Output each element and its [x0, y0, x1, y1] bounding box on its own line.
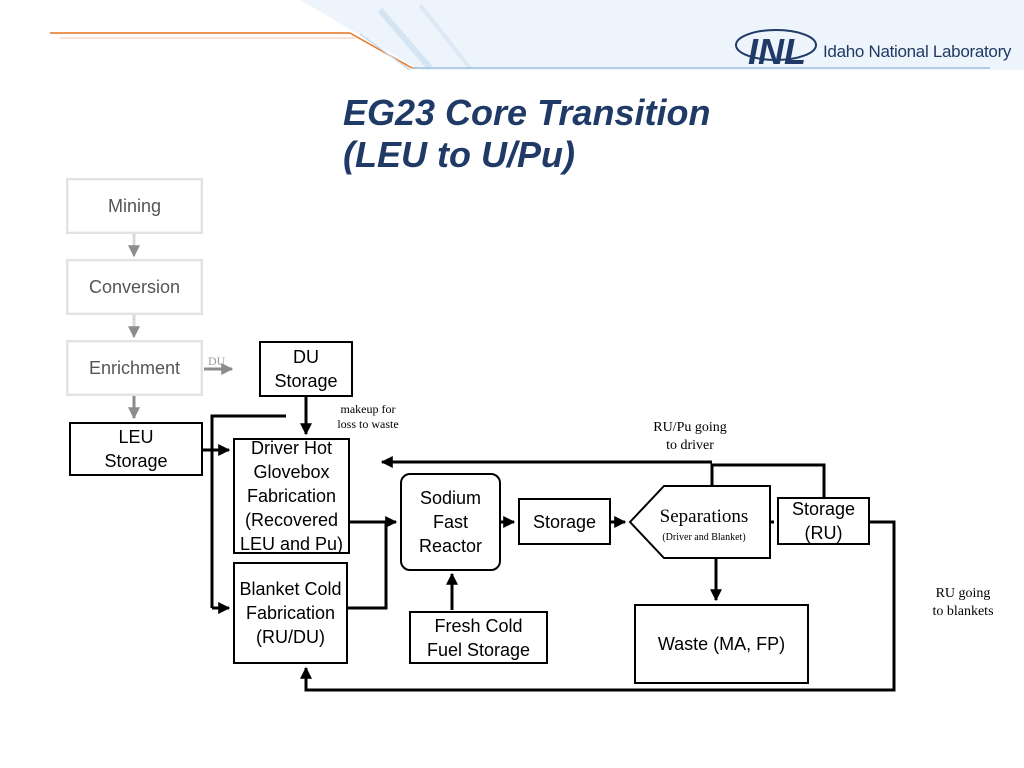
ru-pu-label: RU/Pu going to driver	[640, 419, 740, 455]
ru-blankets-label: RU going to blankets	[920, 585, 1006, 621]
arrow-ru-blankets	[300, 520, 896, 692]
arrow-ru-pu-driver	[710, 463, 826, 497]
ru-blankets-line-2: to blankets	[932, 604, 994, 619]
reactor-line-3: Reactor	[418, 536, 483, 556]
makeup-label: makeup for loss to waste	[332, 402, 404, 432]
node-blanket-cold-fabrication: Blanket Cold Fabrication (RU/DU)	[233, 562, 348, 664]
title-line-2: (LEU to U/Pu)	[343, 134, 575, 175]
driver-line-1: Driver Hot	[250, 438, 332, 458]
node-mining: Mining	[66, 178, 203, 234]
arrow-blanket-reactor	[348, 522, 388, 610]
node-enrichment: Enrichment	[66, 340, 203, 396]
node-storage-ru: Storage (RU)	[777, 497, 870, 545]
blanket-line-3: (RU/DU)	[256, 627, 325, 647]
reactor-line-1: Sodium	[419, 488, 482, 508]
brand-name: Idaho National Laboratory	[823, 42, 1012, 61]
waste-label: Waste (MA, FP)	[657, 634, 786, 654]
reactor-line-2: Fast	[432, 512, 468, 532]
storage-label: Storage	[532, 511, 597, 532]
ru-pu-line-2: to driver	[666, 438, 714, 453]
node-waste: Waste (MA, FP)	[634, 604, 809, 684]
storage-ru-line-1: Storage	[791, 499, 856, 519]
separations-label: Separations (Driver and Blanket)	[640, 506, 768, 544]
node-fresh-cold-fuel-storage: Fresh Cold Fuel Storage	[409, 611, 548, 664]
ru-pu-line-1: RU/Pu going	[653, 420, 727, 435]
inl-logo: INL	[735, 29, 817, 72]
leu-storage-line-1: LEU	[118, 427, 154, 447]
driver-line-4: (Recovered	[244, 510, 339, 530]
enrichment-label: Enrichment	[88, 358, 181, 378]
node-leu-storage: LEU Storage	[69, 422, 203, 476]
du-storage-line-1: DU	[293, 347, 319, 367]
conversion-label: Conversion	[88, 277, 181, 297]
separations-shape	[628, 485, 771, 559]
makeup-line-1: makeup for	[340, 402, 396, 416]
node-sodium-fast-reactor: Sodium Fast Reactor	[400, 473, 501, 571]
logo-text: INL	[748, 31, 806, 72]
du-storage-line-2: Storage	[274, 371, 338, 391]
makeup-line-2: loss to waste	[337, 417, 399, 431]
ru-blankets-line-1: RU going	[935, 586, 991, 601]
separations-title: Separations	[659, 506, 749, 527]
node-driver-hot-fabrication: Driver Hot Glovebox Fabrication (Recover…	[233, 438, 350, 554]
separations-subtitle: (Driver and Blanket)	[662, 532, 746, 543]
fresh-line-2: Fuel Storage	[426, 639, 531, 660]
node-conversion: Conversion	[66, 259, 203, 315]
title-line-1: EG23 Core Transition	[343, 92, 711, 133]
fresh-line-1: Fresh Cold	[434, 615, 523, 636]
driver-line-5: LEU and Pu)	[239, 534, 344, 554]
leu-storage-line-2: Storage	[104, 451, 168, 471]
driver-line-2: Glovebox	[253, 462, 330, 482]
node-storage: Storage	[518, 498, 611, 545]
blanket-line-1: Blanket Cold	[239, 579, 342, 599]
mining-label: Mining	[107, 196, 162, 216]
header-decoration	[50, 0, 1024, 71]
du-flow-label: DU	[208, 354, 226, 368]
driver-line-3: Fabrication	[246, 486, 337, 506]
storage-ru-line-2: (RU)	[804, 523, 843, 543]
blanket-line-2: Fabrication	[245, 603, 336, 623]
page-title: EG23 Core Transition (LEU to U/Pu)	[343, 92, 710, 176]
node-du-storage: DU Storage	[259, 341, 353, 397]
